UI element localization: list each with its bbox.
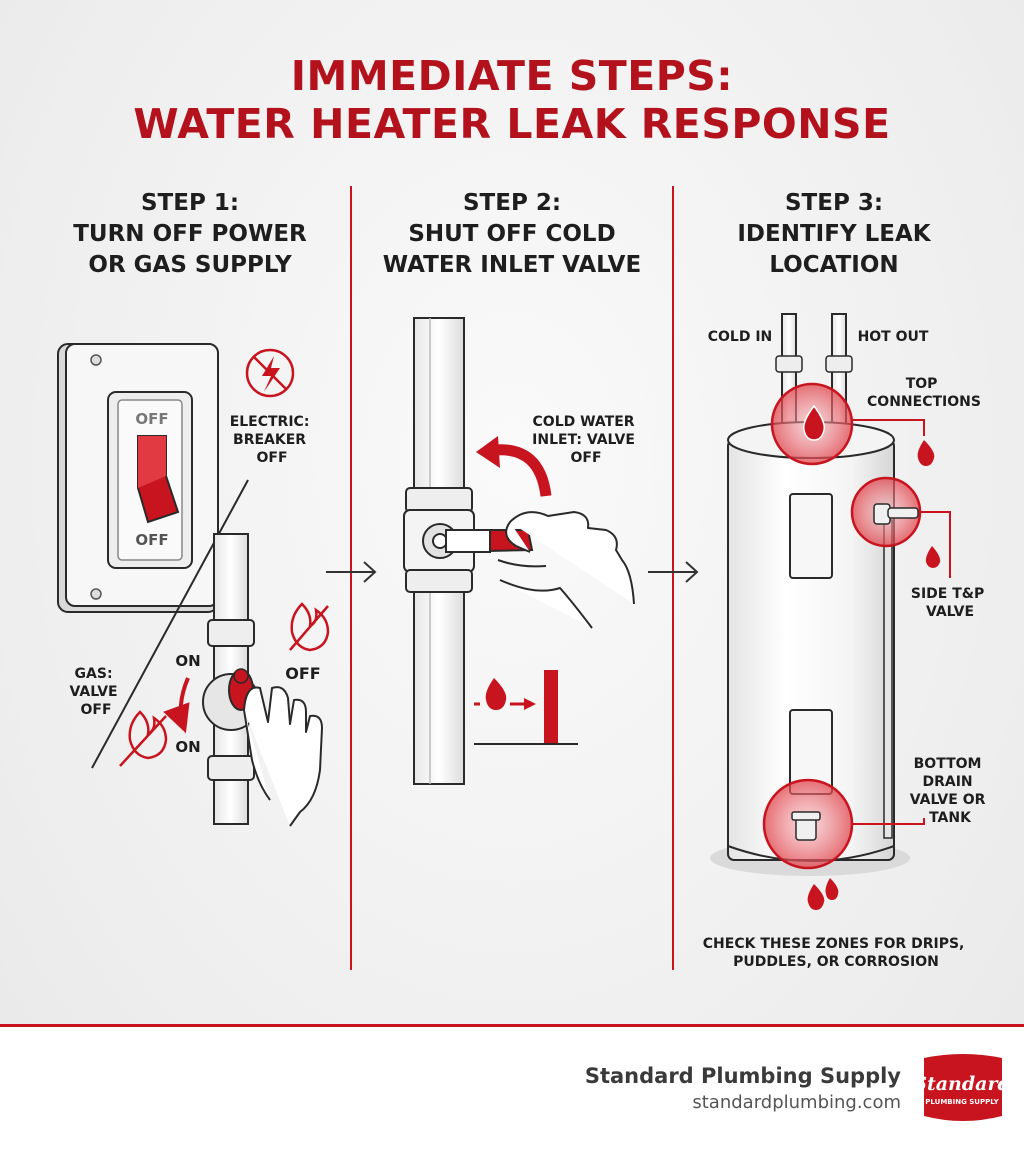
flow-stop-icon bbox=[474, 670, 578, 745]
step-arrow-2 bbox=[648, 561, 699, 583]
gas-on-top: ON bbox=[175, 652, 200, 670]
breaker-panel bbox=[57, 343, 219, 613]
gas-label-line-2: VALVE bbox=[70, 684, 118, 700]
gas-off: OFF bbox=[285, 664, 320, 683]
valve-label-line-3: OFF bbox=[570, 450, 601, 466]
check-note-line-1: CHECK THESE ZONES FOR DRIPS, bbox=[703, 936, 965, 952]
valve-turn-arrowhead bbox=[476, 436, 500, 468]
step-2-number: STEP 2: bbox=[462, 190, 562, 216]
drip-icons bbox=[807, 440, 941, 910]
logo-subtext: PLUMBING SUPPLY bbox=[925, 1098, 999, 1106]
valve-hand-icon bbox=[497, 511, 635, 629]
gas-hand-icon bbox=[243, 686, 323, 827]
bottom-label-line-4: TANK bbox=[929, 810, 972, 826]
bottom-label-line-3: VALVE OR bbox=[910, 792, 986, 808]
step-1-split-line bbox=[91, 479, 249, 769]
no-electric-icon bbox=[245, 348, 295, 398]
step-3-number: STEP 3: bbox=[784, 190, 884, 216]
top-label-line-1: TOP bbox=[906, 376, 938, 392]
step-1-heading: STEP 1: TURN OFF POWER OR GAS SUPPLY bbox=[40, 188, 340, 281]
no-flame-icon-top bbox=[289, 602, 330, 652]
step-2-title-b: WATER INLET VALVE bbox=[382, 252, 642, 278]
step-2-title-a: SHUT OFF COLD bbox=[408, 221, 616, 247]
gas-label-line-3: OFF bbox=[80, 702, 111, 718]
valve-label: COLD WATER INLET: VALVE OFF bbox=[532, 414, 640, 466]
electric-label-line-3: OFF bbox=[256, 450, 287, 466]
step-3-title-b: LOCATION bbox=[769, 252, 899, 278]
gas-label: GAS: VALVE OFF bbox=[70, 666, 123, 718]
step-3-heading: STEP 3: IDENTIFY LEAK LOCATION bbox=[684, 188, 984, 281]
side-label-line-2: VALVE bbox=[926, 604, 974, 620]
gas-turn-arrow bbox=[163, 677, 190, 734]
top-label-line-2: CONNECTIONS bbox=[867, 394, 981, 410]
company-name: Standard Plumbing Supply bbox=[584, 1064, 901, 1088]
step-3-title-a: IDENTIFY LEAK bbox=[737, 221, 931, 247]
bottom-drain-label: BOTTOM DRAIN VALVE OR TANK bbox=[910, 756, 991, 826]
cold-water-pipe bbox=[403, 317, 475, 785]
bottom-label-line-2: DRAIN bbox=[922, 774, 972, 790]
electric-label: ELECTRIC: BREAKER OFF bbox=[230, 414, 315, 466]
side-valve-label: SIDE T&P VALVE bbox=[911, 586, 989, 620]
step-arrow-1 bbox=[326, 561, 377, 583]
electric-label-line-2: BREAKER bbox=[233, 432, 306, 448]
side-label-line-1: SIDE T&P bbox=[911, 586, 984, 602]
gas-pipe bbox=[202, 533, 260, 825]
gas-on-bottom: ON bbox=[175, 738, 200, 756]
bottom-label-line-1: BOTTOM bbox=[914, 756, 982, 772]
logo-wordmark: Standard bbox=[918, 1073, 1008, 1095]
company-url[interactable]: standardplumbing.com bbox=[692, 1092, 901, 1113]
no-flame-icon-bottom bbox=[119, 710, 168, 767]
electric-label-line-1: ELECTRIC: bbox=[230, 414, 310, 430]
step-2-heading: STEP 2: SHUT OFF COLD WATER INLET VALVE bbox=[362, 188, 662, 281]
valve-label-line-2: INLET: VALVE bbox=[532, 432, 635, 448]
cold-in-label: COLD IN bbox=[708, 329, 773, 345]
check-zones-note: CHECK THESE ZONES FOR DRIPS, PUDDLES, OR… bbox=[703, 936, 969, 970]
illustration-layer: OFF OFF ELECTRIC: BREAKER OFF ON ON OFF … bbox=[57, 186, 991, 970]
gas-label-line-1: GAS: bbox=[75, 666, 113, 682]
step-1-title-b: OR GAS SUPPLY bbox=[88, 252, 292, 278]
step-1-number: STEP 1: bbox=[140, 190, 240, 216]
leak-zone-top bbox=[770, 382, 854, 466]
check-note-line-2: PUDDLES, OR CORROSION bbox=[733, 954, 939, 970]
top-connections-label: TOP CONNECTIONS bbox=[867, 376, 981, 410]
leak-zone-side bbox=[850, 476, 922, 548]
hot-out-label: HOT OUT bbox=[858, 329, 929, 345]
title-line-2: WATER HEATER LEAK RESPONSE bbox=[133, 100, 891, 148]
switch-label-off-bottom: OFF bbox=[135, 531, 168, 549]
callout-lines bbox=[852, 419, 951, 825]
footer bbox=[0, 1026, 1024, 1154]
step-1-title-a: TURN OFF POWER bbox=[73, 221, 307, 247]
valve-turn-arrow bbox=[493, 444, 552, 497]
footer-divider bbox=[0, 1024, 1024, 1027]
company-logo: Standard PLUMBING SUPPLY bbox=[918, 1054, 1008, 1121]
switch-label-off-top: OFF bbox=[135, 410, 168, 428]
water-heater-tank bbox=[710, 421, 910, 876]
title-line-1: IMMEDIATE STEPS: bbox=[290, 52, 734, 100]
valve-label-line-1: COLD WATER bbox=[533, 414, 635, 430]
leak-zone-bottom bbox=[762, 778, 854, 870]
